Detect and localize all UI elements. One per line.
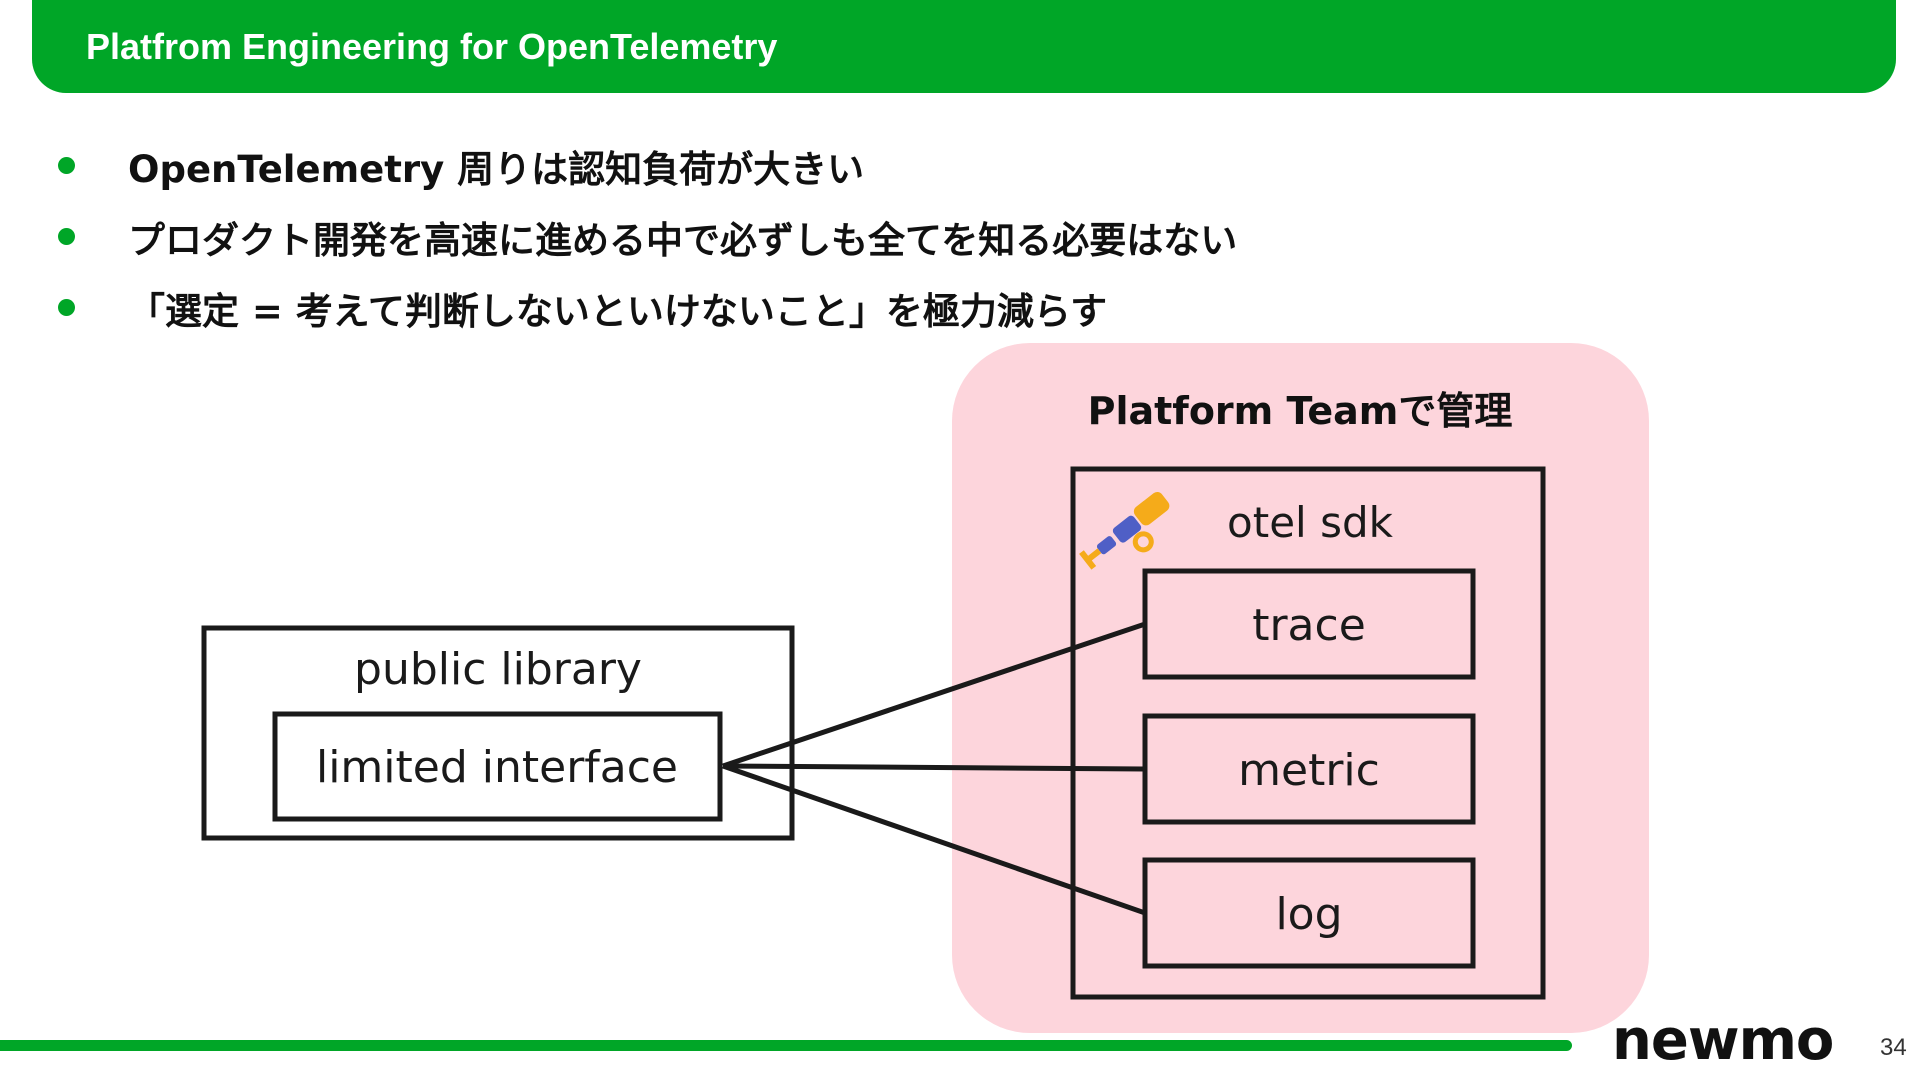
- footer-bar: [0, 1040, 1572, 1051]
- newmo-logo: newmo: [1612, 1008, 1834, 1073]
- connector-metric: [722, 763, 1146, 772]
- bullet-dot-icon: [58, 157, 75, 174]
- public-library-box: [201, 625, 795, 841]
- connector-log: [722, 763, 1146, 916]
- bullet-dot-icon: [58, 299, 75, 316]
- bullet-text: OpenTelemetry 周りは認知負荷が大きい: [128, 147, 865, 191]
- page-number: 34: [1880, 1034, 1907, 1061]
- bullet-text: 「選定 = 考えて判断しないといけないこと」を極力減らす: [128, 289, 1108, 333]
- header-bar: Platfrom Engineering for OpenTelemetry: [32, 0, 1896, 93]
- opentelemetry-logo-icon: [1079, 491, 1170, 570]
- limited-interface-label: limited interface: [316, 742, 678, 793]
- otel-sdk-label: otel sdk: [1227, 498, 1394, 547]
- log-label: log: [1275, 889, 1342, 940]
- limited-interface-box: [272, 711, 723, 822]
- bullet-text: プロダクト開発を高速に進める中で必ずしも全てを知る必要はない: [128, 218, 1238, 262]
- header-title: Platfrom Engineering for OpenTelemetry: [86, 25, 778, 67]
- bullet-dot-icon: [58, 228, 75, 245]
- otel-sdk-box: [1070, 466, 1546, 1000]
- public-library-label: public library: [354, 644, 642, 695]
- trace-label: trace: [1252, 600, 1366, 651]
- platform-team-label: Platform Teamで管理: [1088, 389, 1513, 433]
- connector-trace: [722, 621, 1146, 769]
- metric-label: metric: [1238, 745, 1380, 796]
